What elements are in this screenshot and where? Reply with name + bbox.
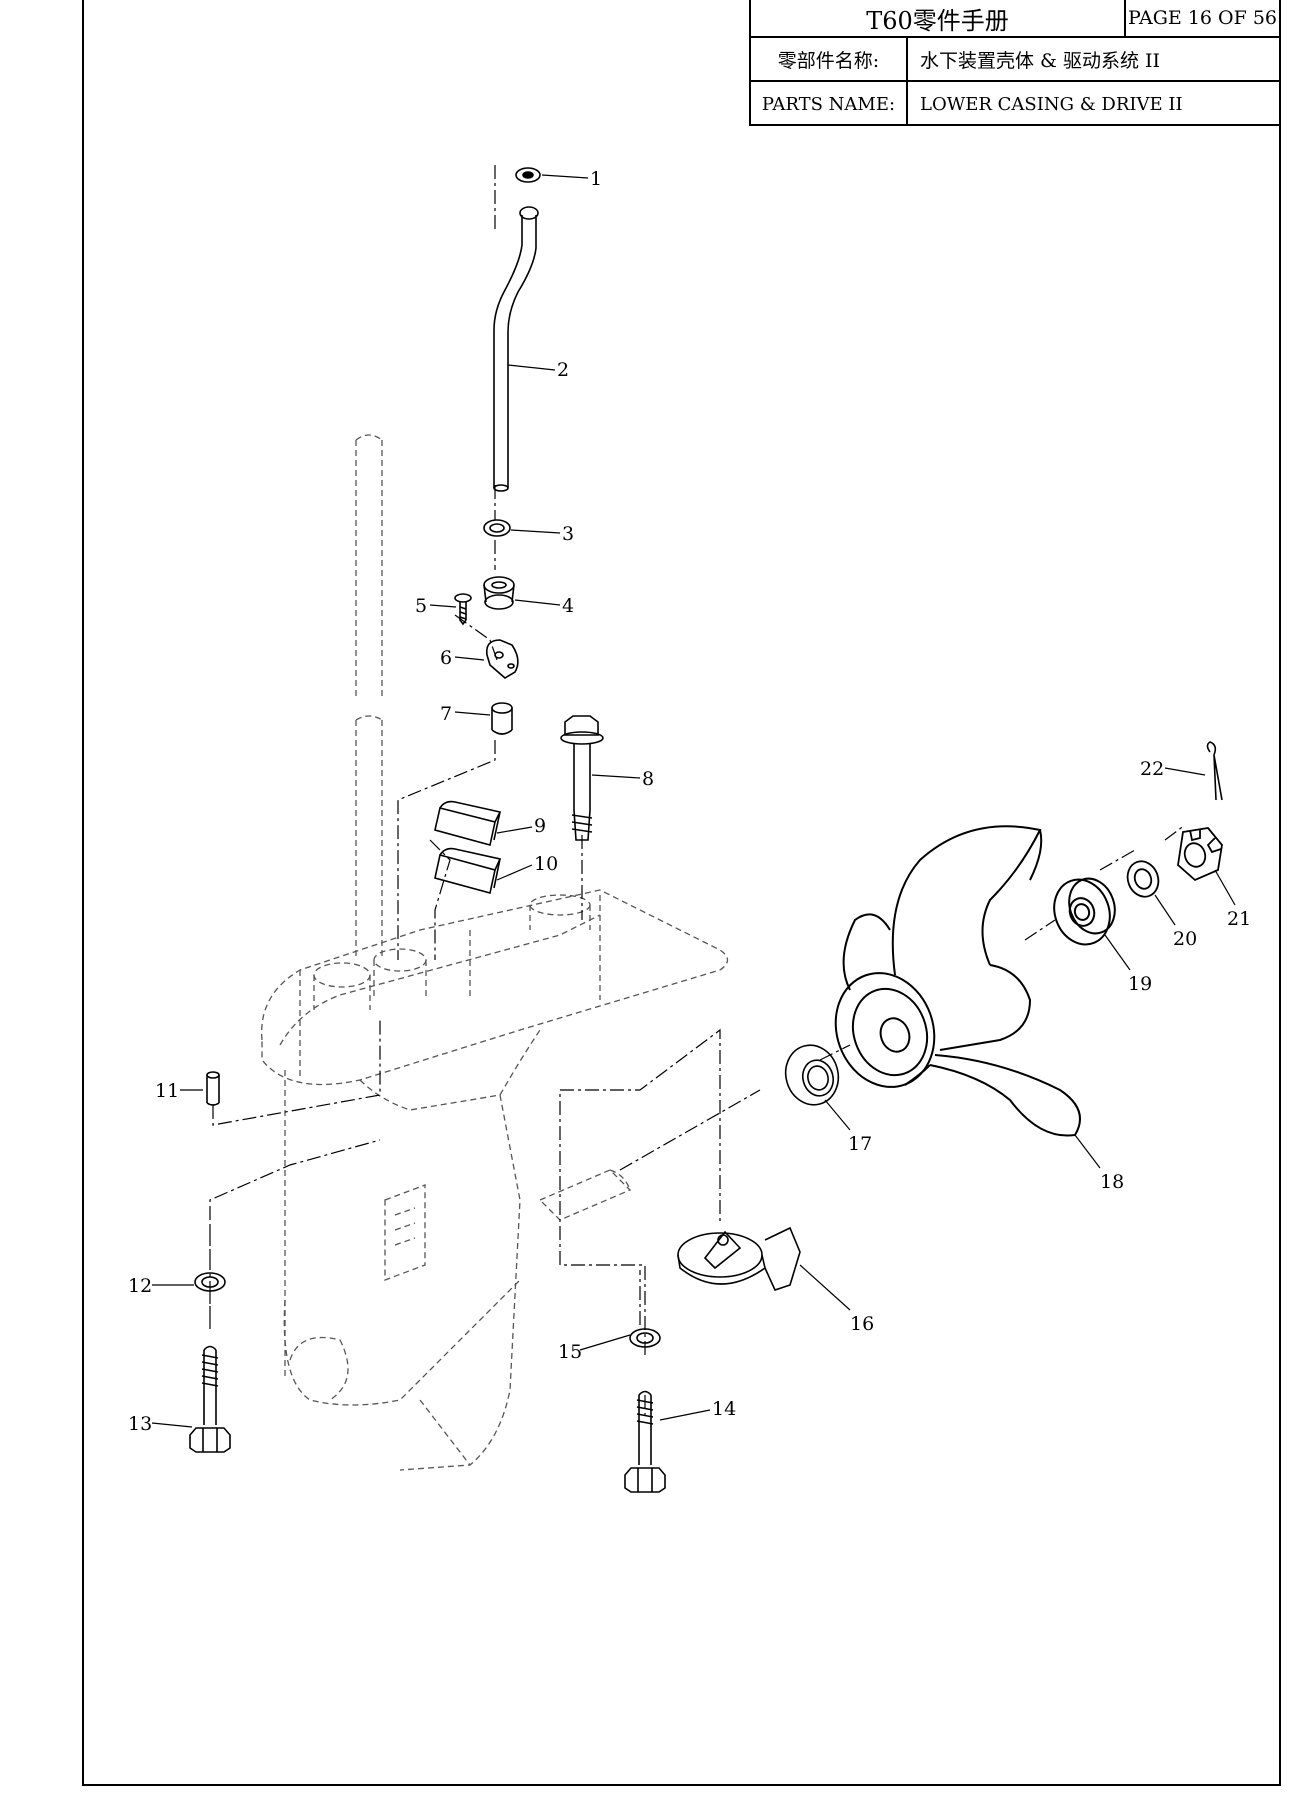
callout-3: 3 <box>562 523 574 545</box>
lower-casing-outline <box>261 434 729 1471</box>
callout-9: 9 <box>534 815 546 837</box>
part-18-propeller <box>834 825 1081 1137</box>
leader-lines <box>151 174 1236 1428</box>
part-20-washer <box>1126 860 1160 898</box>
callout-4: 4 <box>562 595 574 617</box>
page-number: PAGE 16 OF 56 <box>1127 7 1278 29</box>
part-6-holder <box>485 639 519 679</box>
part-14-bolt <box>624 1390 666 1493</box>
title-block: T60零件手册 PAGE 16 OF 56 零部件名称: 水下装置壳体 & 驱动… <box>749 0 1281 126</box>
part-13-bolt <box>189 1345 231 1453</box>
callout-2: 2 <box>557 359 569 381</box>
callout-numbers: 1 2 3 4 5 6 7 8 9 10 11 12 13 14 15 16 1… <box>128 168 1251 1435</box>
part-10-shim <box>434 847 502 894</box>
callout-16: 16 <box>850 1313 874 1335</box>
part-11-dowel-pin <box>206 1071 220 1106</box>
callout-7: 7 <box>440 703 452 725</box>
callout-21: 21 <box>1227 908 1251 930</box>
part-17-thrust-washer <box>784 1044 840 1106</box>
part-19-spacer <box>1053 877 1116 946</box>
callout-11: 11 <box>155 1080 179 1102</box>
drawing-frame <box>82 0 1281 1786</box>
callout-20: 20 <box>1173 928 1197 950</box>
part-21-castle-nut <box>1177 827 1223 882</box>
callout-17: 17 <box>848 1133 872 1155</box>
part-1-washer <box>515 167 541 183</box>
part-15-washer <box>629 1328 661 1348</box>
callout-8: 8 <box>642 768 654 790</box>
callout-15: 15 <box>558 1341 582 1363</box>
part-9-shim <box>434 800 502 846</box>
part-5-screw <box>454 593 472 626</box>
part-7-collar <box>491 702 513 735</box>
manual-title: T60零件手册 <box>751 0 1126 36</box>
callout-10: 10 <box>534 853 558 875</box>
callout-1: 1 <box>590 168 602 190</box>
callout-19: 19 <box>1128 973 1152 995</box>
part-2-water-tube <box>493 206 539 492</box>
part-16-trim-tab <box>677 1226 801 1291</box>
callout-13: 13 <box>128 1413 152 1435</box>
cn-name-row: 零部件名称: 水下装置壳体 & 驱动系统 II <box>751 38 1279 82</box>
callout-5: 5 <box>415 595 427 617</box>
en-name-value: LOWER CASING & DRIVE II <box>920 93 1183 115</box>
part-12-washer <box>194 1272 226 1292</box>
callout-12: 12 <box>128 1275 152 1297</box>
callout-6: 6 <box>440 647 452 669</box>
en-name-label: PARTS NAME: <box>751 82 908 126</box>
callout-22: 22 <box>1140 758 1164 780</box>
callout-14: 14 <box>712 1398 736 1420</box>
part-8-bolt <box>560 715 604 841</box>
part-22-cotter-pin <box>1206 741 1223 801</box>
part-4-seal <box>483 576 515 610</box>
en-name-row: PARTS NAME: LOWER CASING & DRIVE II <box>751 82 1279 126</box>
title-row: T60零件手册 PAGE 16 OF 56 <box>751 0 1279 38</box>
cn-name-label: 零部件名称: <box>751 38 908 80</box>
part-3-grommet <box>483 519 511 537</box>
callout-18: 18 <box>1100 1171 1124 1193</box>
cn-name-value: 水下装置壳体 & 驱动系统 II <box>920 49 1161 72</box>
